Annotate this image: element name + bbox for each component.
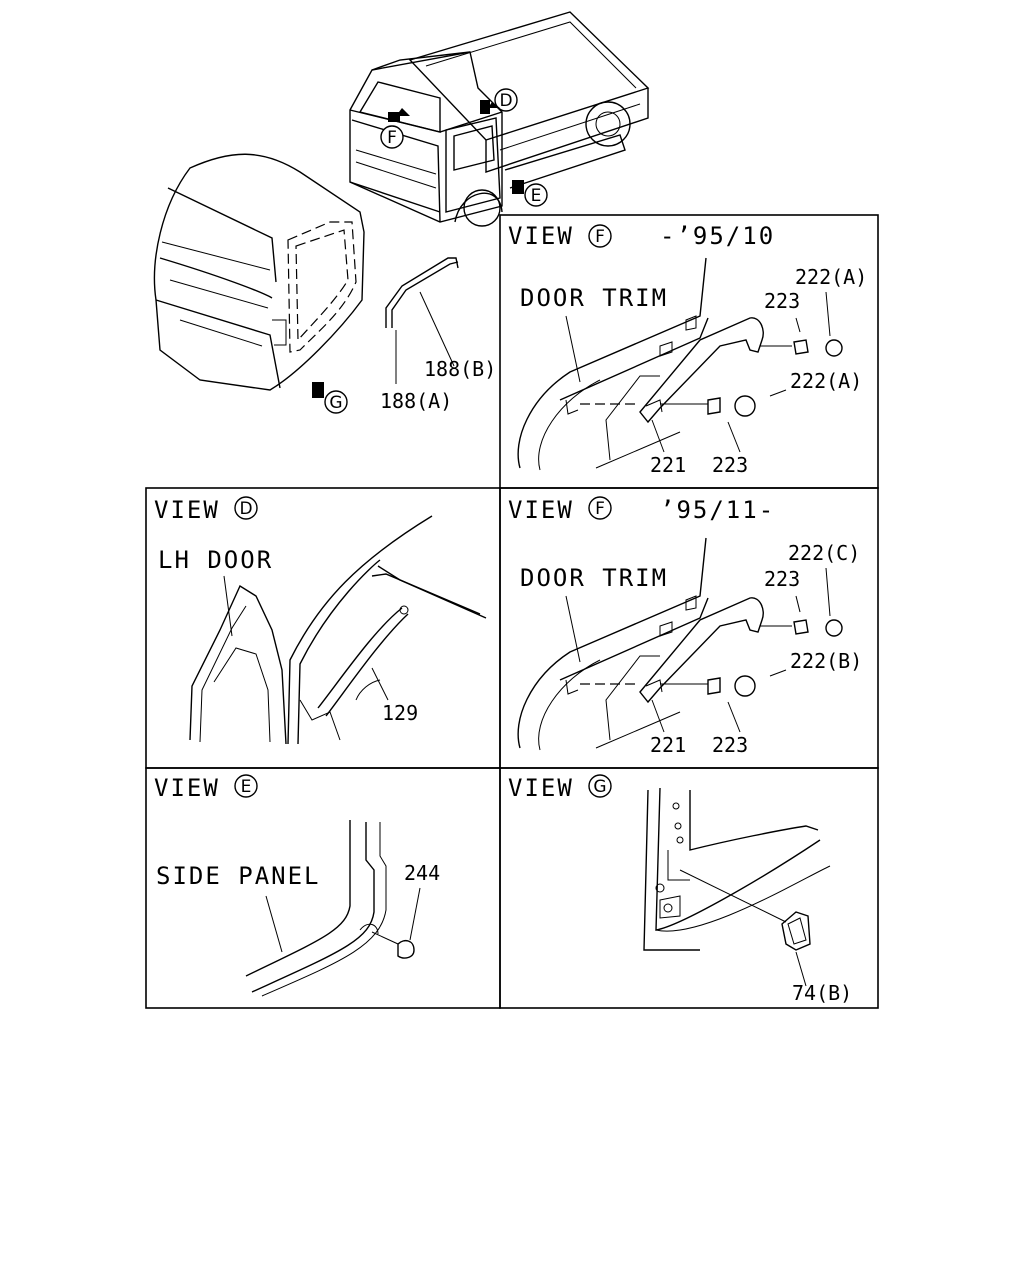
view-f-bottom-label-223-lower: 223 (712, 733, 748, 757)
view-f-top-title: VIEW (508, 222, 574, 250)
view-f-bottom: VIEW F ’95/11- DOOR TRIM 222(C) 223 222(… (508, 496, 862, 757)
view-g: VIEW G 74(B) (508, 774, 852, 1005)
panel-view-f-top (499, 214, 879, 489)
view-e-marker: E (241, 777, 252, 797)
view-e-label-244: 244 (404, 861, 440, 885)
view-d-marker: D (239, 499, 252, 519)
cab-illustration: G (153, 153, 365, 414)
marker-e-overview: E (531, 186, 542, 206)
label-188b: 188(B) (424, 357, 496, 381)
view-e: VIEW E SIDE PANEL 244 (154, 774, 440, 997)
view-f-bottom-label-223-upper: 223 (764, 567, 800, 591)
view-e-title: VIEW (154, 774, 220, 802)
view-f-top-label-222a-lower: 222(A) (790, 369, 862, 393)
view-d: VIEW D LH DOOR 129 (154, 496, 487, 745)
view-f-bottom-marker: F (595, 499, 605, 519)
view-f-top-label-222a-upper: 222(A) (795, 265, 867, 289)
view-g-title: VIEW (508, 774, 574, 802)
label-188a: 188(A) (380, 389, 452, 413)
view-f-bottom-label-221: 221 (650, 733, 686, 757)
view-g-label-74b: 74(B) (792, 981, 852, 1005)
view-d-label-129: 129 (382, 701, 418, 725)
truck-illustration: D E F (349, 11, 650, 227)
panel-view-d (145, 487, 501, 769)
view-f-top-door-trim-label: DOOR TRIM (520, 284, 668, 312)
weatherstrip-188: 188(A) 188(B) (380, 257, 496, 413)
view-f-bottom-label-222b: 222(B) (790, 649, 862, 673)
view-e-side-panel-label: SIDE PANEL (156, 862, 321, 890)
marker-d-overview: D (499, 91, 512, 111)
panel-view-g (499, 767, 879, 1009)
marker-f-overview: F (387, 128, 397, 148)
view-f-top-marker: F (595, 227, 605, 247)
view-f-top-period: -’95/10 (660, 222, 775, 250)
view-f-bottom-period: ’95/11- (660, 496, 775, 524)
view-f-top-label-221: 221 (650, 453, 686, 477)
view-d-lh-door-label: LH DOOR (158, 546, 273, 574)
view-f-top-label-223-upper: 223 (764, 289, 800, 313)
marker-g-overview: G (329, 393, 342, 413)
view-d-title: VIEW (154, 496, 220, 524)
panel-view-f-bottom (499, 487, 879, 769)
view-f-top-label-223-lower: 223 (712, 453, 748, 477)
view-f-bottom-door-trim-label: DOOR TRIM (520, 564, 668, 592)
view-f-bottom-label-222c: 222(C) (788, 541, 860, 565)
view-g-marker: G (593, 777, 606, 797)
view-f-bottom-title: VIEW (508, 496, 574, 524)
view-f-top: VIEW F -’95/10 DOOR TRIM 222(A) 223 222(… (508, 222, 867, 477)
